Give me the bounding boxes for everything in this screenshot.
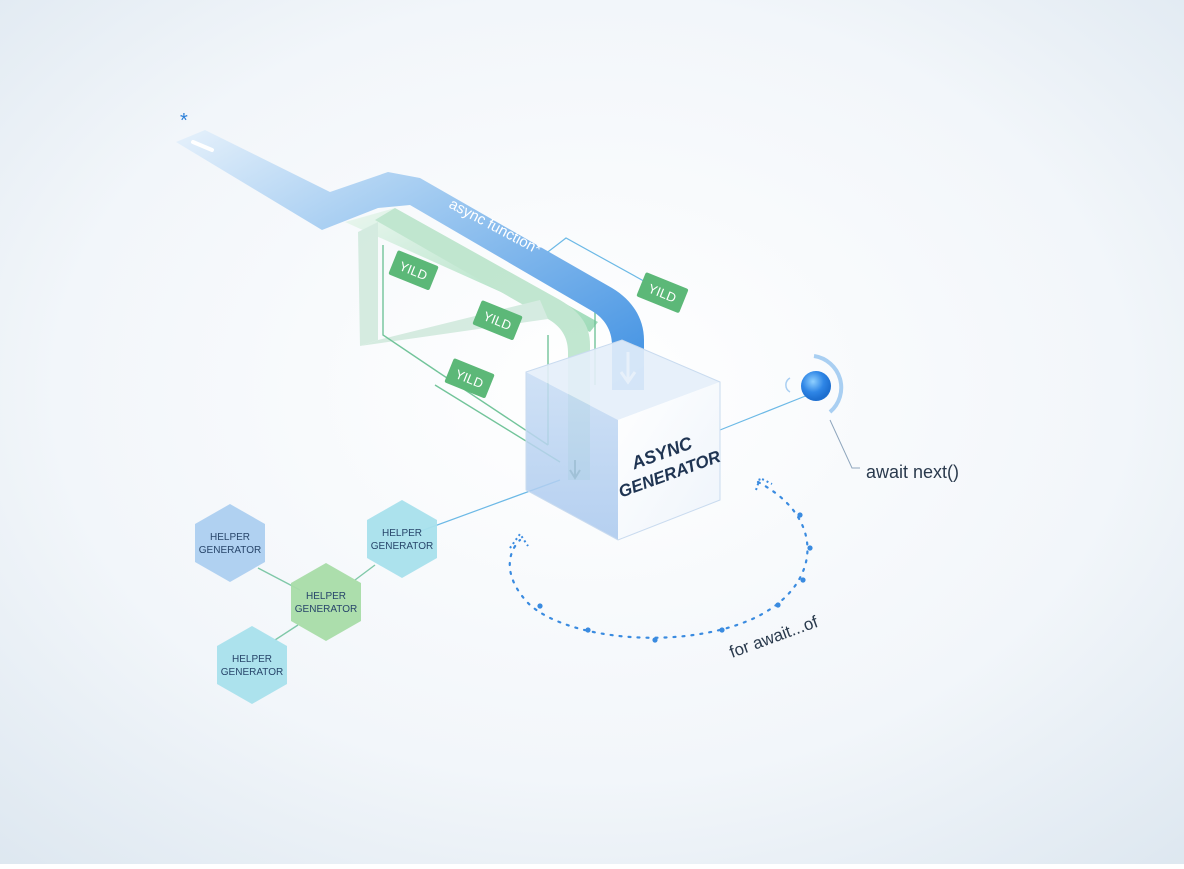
helper-label-line2: GENERATOR: [221, 667, 283, 678]
helper-generator-hex: HELPER GENERATOR: [367, 500, 437, 578]
blue-ribbon: [176, 130, 644, 390]
helper-label-line2: GENERATOR: [295, 604, 357, 615]
await-label: await next(): [866, 462, 959, 482]
yield-tag: YILD: [388, 250, 439, 290]
yield-tag: YILD: [472, 300, 523, 340]
star-icon: *: [180, 110, 188, 132]
helper-generator-hex: HELPER GENERATOR: [291, 563, 361, 641]
await-leader-line: [829, 419, 860, 469]
helper-generator-hex: HELPER GENERATOR: [195, 504, 265, 582]
await-orb: [785, 354, 844, 414]
helper-label-line1: HELPER: [232, 654, 272, 665]
helper-label-line1: HELPER: [382, 528, 422, 539]
yield-tag: YILD: [636, 272, 689, 313]
helper-label-line2: GENERATOR: [371, 541, 433, 552]
for-await-loop: [508, 476, 813, 643]
helper-label-line1: HELPER: [306, 591, 346, 602]
yield-tag: YILD: [444, 358, 495, 398]
helper-label-line1: HELPER: [210, 532, 250, 543]
async-generator-cube: ASYNC GENERATOR: [525, 339, 724, 541]
helper-label-line2: GENERATOR: [199, 545, 261, 556]
helper-generator-hex: HELPER GENERATOR: [217, 626, 287, 704]
